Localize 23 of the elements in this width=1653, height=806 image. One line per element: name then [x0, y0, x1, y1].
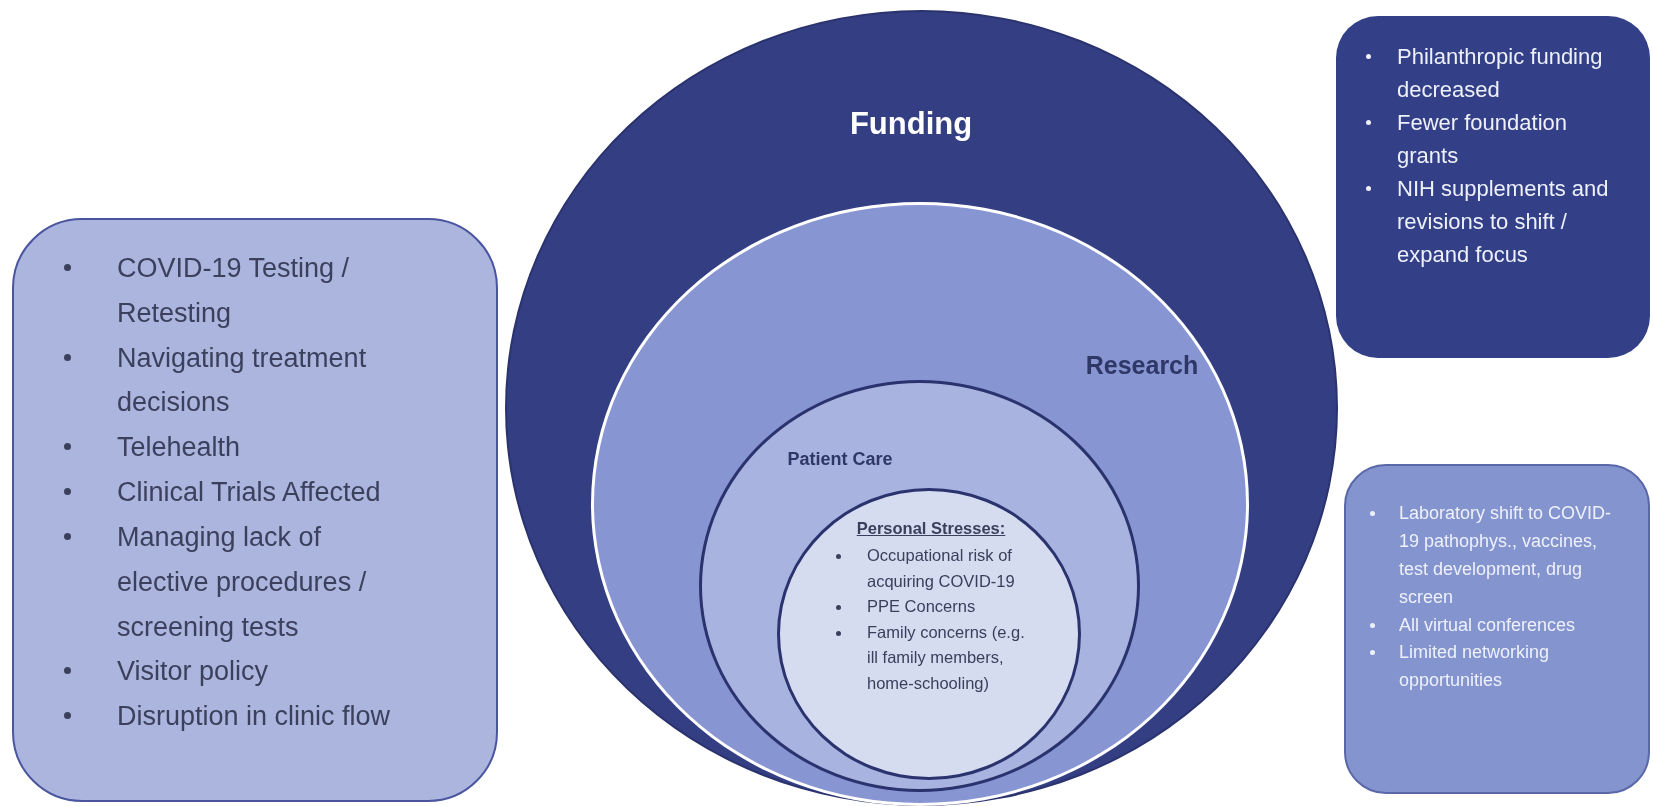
- funding-issues-box: [1336, 16, 1650, 358]
- circle-heading: Research: [1085, 351, 1199, 380]
- patient-care-issues-box: [12, 218, 498, 802]
- list-item: Philanthropic funding decreased: [1397, 43, 1604, 104]
- circle-heading: Funding: [849, 106, 973, 142]
- list-item: Visitor policy: [117, 655, 270, 689]
- circle-heading: Patient Care: [787, 449, 893, 470]
- list-item: Occupational risk of acquiring COVID-19: [867, 545, 1016, 592]
- research-issues-box: [1344, 464, 1650, 794]
- list-item: Telehealth: [117, 431, 242, 465]
- list-item: Laboratory shift to COVID-19 pathophys., vaccines, test development, drug screen: [1399, 502, 1613, 609]
- list-item: Family concerns (e.g. ill family members, home-schooling): [867, 621, 1026, 694]
- list-item: Managing lack of elective procedures / screening tests: [117, 520, 368, 644]
- list-item: NIH supplements and revisions to shift / expand focus: [1397, 175, 1610, 269]
- list-item: Navigating treatment decisions: [117, 341, 368, 420]
- list-item: Clinical Trials Affected: [117, 476, 382, 510]
- list-item: Fewer foundation grants: [1397, 109, 1568, 170]
- list-item: Disruption in clinic flow: [117, 700, 392, 734]
- circle-heading: Personal Stresses:: [856, 519, 1006, 538]
- list-item: Limited networking opportunities: [1399, 641, 1551, 693]
- list-item: PPE Concerns: [867, 596, 977, 618]
- list-item: COVID-19 Testing / Retesting: [117, 252, 351, 330]
- list-item: All virtual conferences: [1399, 613, 1577, 637]
